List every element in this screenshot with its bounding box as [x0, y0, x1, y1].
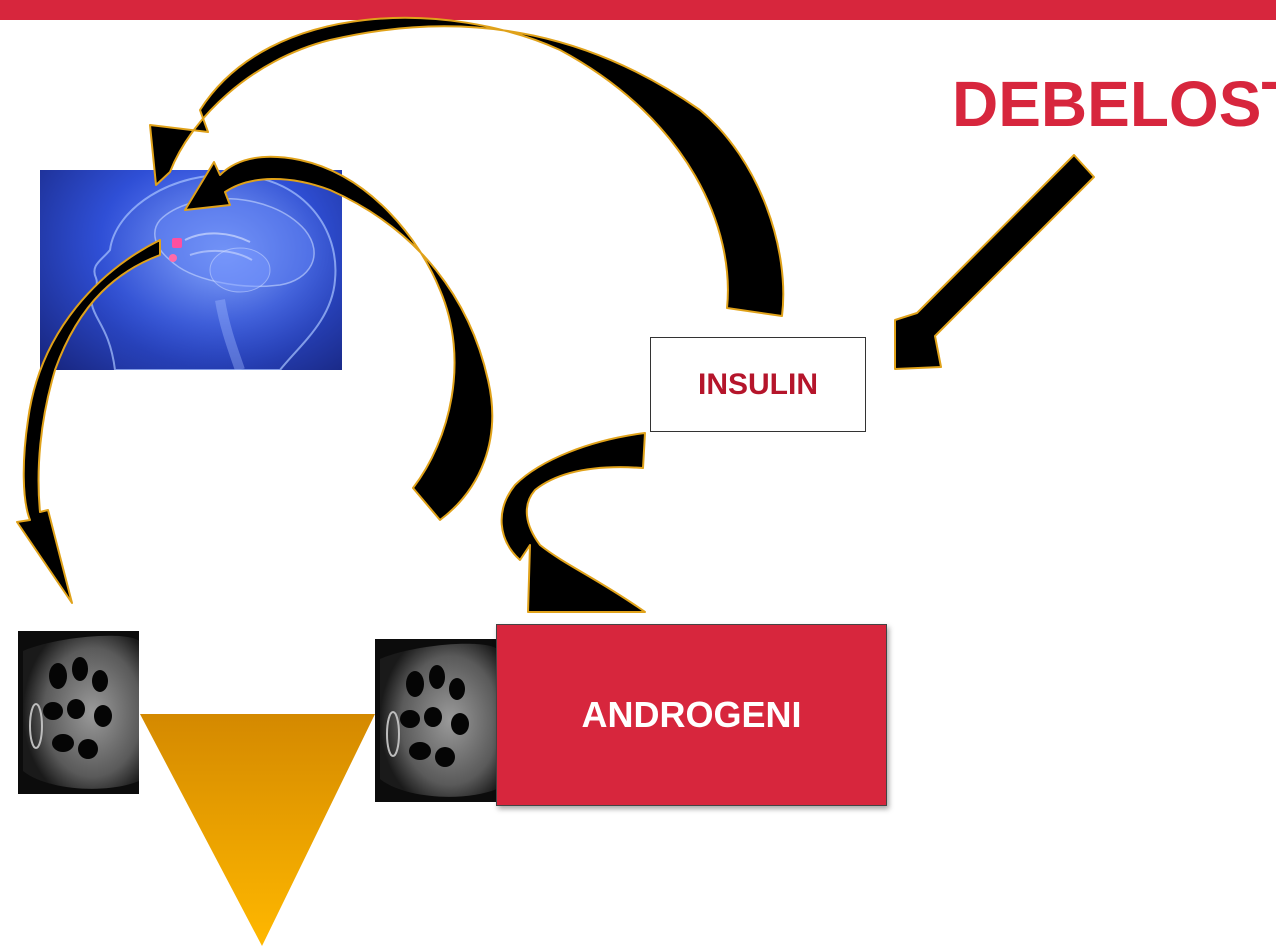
brain-image: [40, 170, 342, 370]
arrow-ovary-to-brain: [184, 155, 494, 521]
ultrasound-image-right: [375, 639, 497, 802]
arrow-brain-to-ovary: [16, 239, 161, 604]
downward-triangle: [140, 714, 375, 946]
arrow-debelost-to-insulin: [894, 154, 1095, 370]
androgeni-box: ANDROGENI: [496, 624, 887, 806]
insulin-label: INSULIN: [698, 367, 818, 401]
androgeni-label: ANDROGENI: [581, 694, 802, 735]
insulin-box: INSULIN: [650, 337, 866, 432]
title-debelost: DEBELOST: [952, 68, 1276, 140]
top-accent-bar: [0, 0, 1276, 20]
arrow-insulin-to-androgeni: [500, 432, 646, 613]
ovary-ultrasound-left: [23, 635, 139, 789]
ultrasound-image-left: [18, 631, 139, 794]
brain-illustration: [90, 173, 337, 370]
arrow-insulin-to-brain: [149, 16, 785, 317]
ovary-ultrasound-right: [380, 643, 497, 797]
